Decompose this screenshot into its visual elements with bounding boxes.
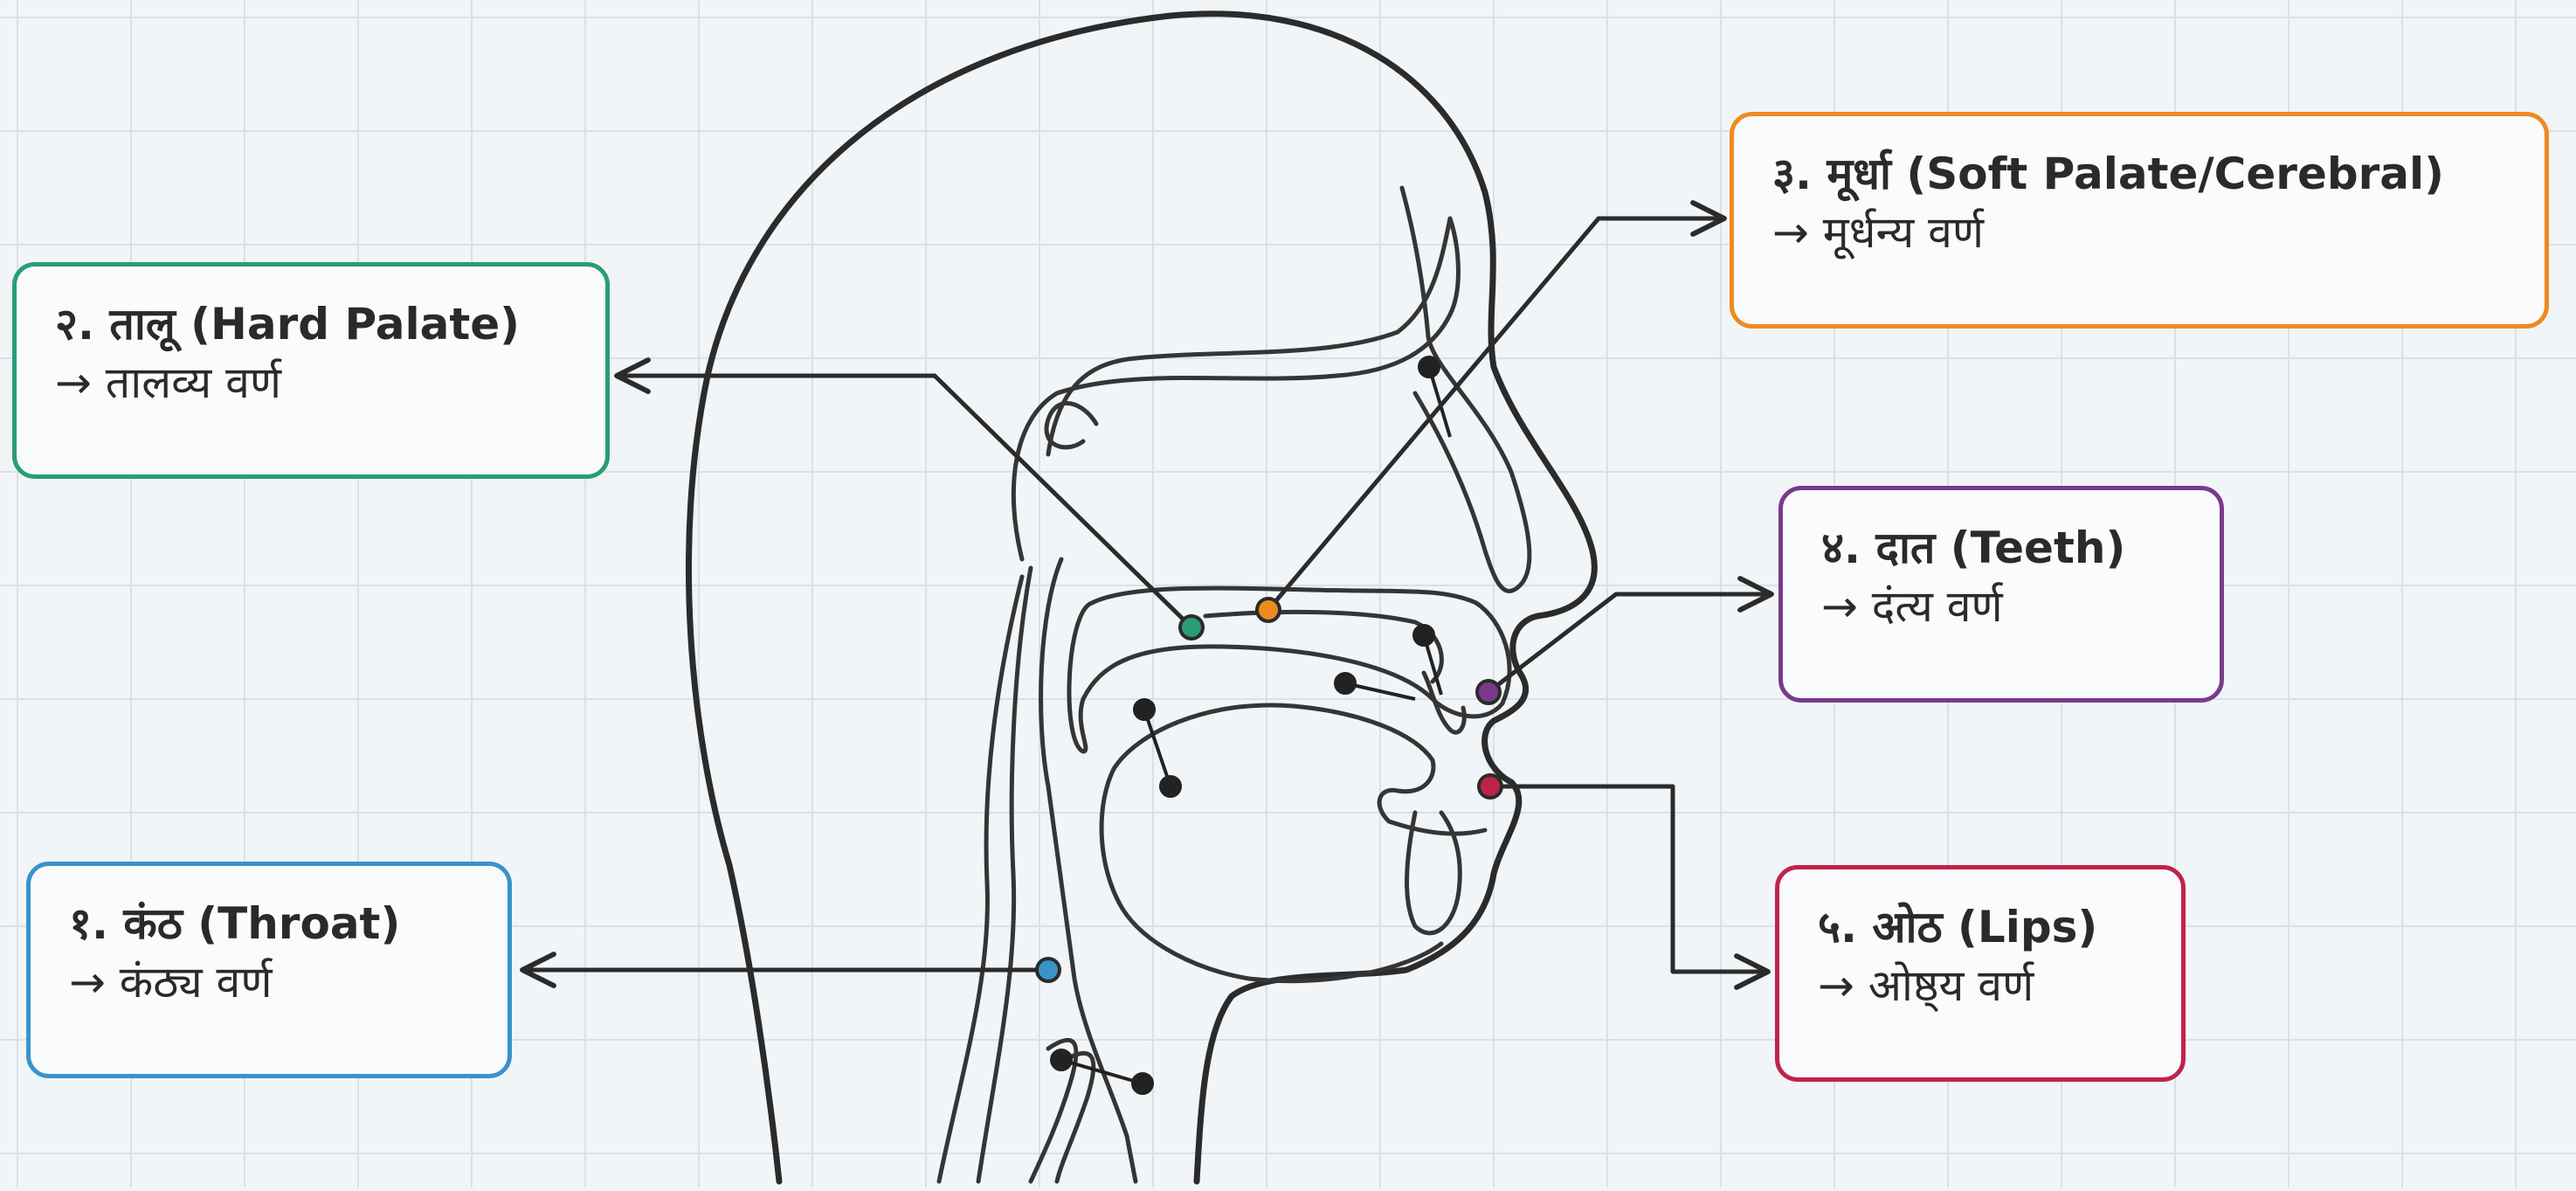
label-throat-sub: → कंठ्य वर्ण (69, 952, 469, 1013)
label-hard-palate-title: २. तालू (Hard Palate) (55, 296, 567, 352)
hard-palate-marker (1180, 616, 1203, 639)
vocal-tract (939, 188, 1530, 1181)
label-throat-title: १. कंठ (Throat) (69, 896, 469, 952)
label-teeth-title: ४. दात (Teeth) (1821, 520, 2181, 576)
label-teeth: ४. दात (Teeth) → दंत्य वर्ण (1778, 486, 2224, 703)
label-lips-sub: → ओष्ठ्य वर्ण (1818, 955, 2143, 1016)
nasal-bone (1402, 188, 1530, 591)
label-lips-title: ५. ओठ (Lips) (1818, 899, 2143, 955)
nasal-cavity-outline (1013, 218, 1458, 559)
callout-dant (1488, 594, 1771, 692)
throat-marker (1037, 959, 1060, 981)
teeth-marker (1477, 681, 1500, 703)
spine-front (939, 577, 1022, 1181)
label-hard-palate-sub: → तालव्य वर्ण (55, 352, 567, 413)
label-lips: ५. ओठ (Lips) → ओष्ठ्य वर्ण (1775, 865, 2186, 1082)
label-soft-palate-title: ३. मूर्धा (Soft Palate/Cerebral) (1772, 146, 2506, 202)
label-hard-palate: २. तालू (Hard Palate) → तालव्य वर्ण (12, 262, 610, 479)
lips-marker (1479, 775, 1502, 798)
upper-teeth (1424, 673, 1464, 732)
soft-palate-marker (1257, 599, 1280, 621)
label-teeth-sub: → दंत्य वर्ण (1821, 576, 2181, 637)
tongue (1114, 705, 1485, 834)
label-soft-palate-sub: → मूर्धन्य वर्ण (1772, 202, 2506, 263)
callout-oth (1490, 786, 1768, 972)
label-throat: १. कंठ (Throat) → कंठ्य वर्ण (26, 862, 512, 1078)
callout-murdha (1268, 218, 1724, 610)
label-soft-palate: ३. मूर्धा (Soft Palate/Cerebral) → मूर्ध… (1730, 112, 2549, 329)
